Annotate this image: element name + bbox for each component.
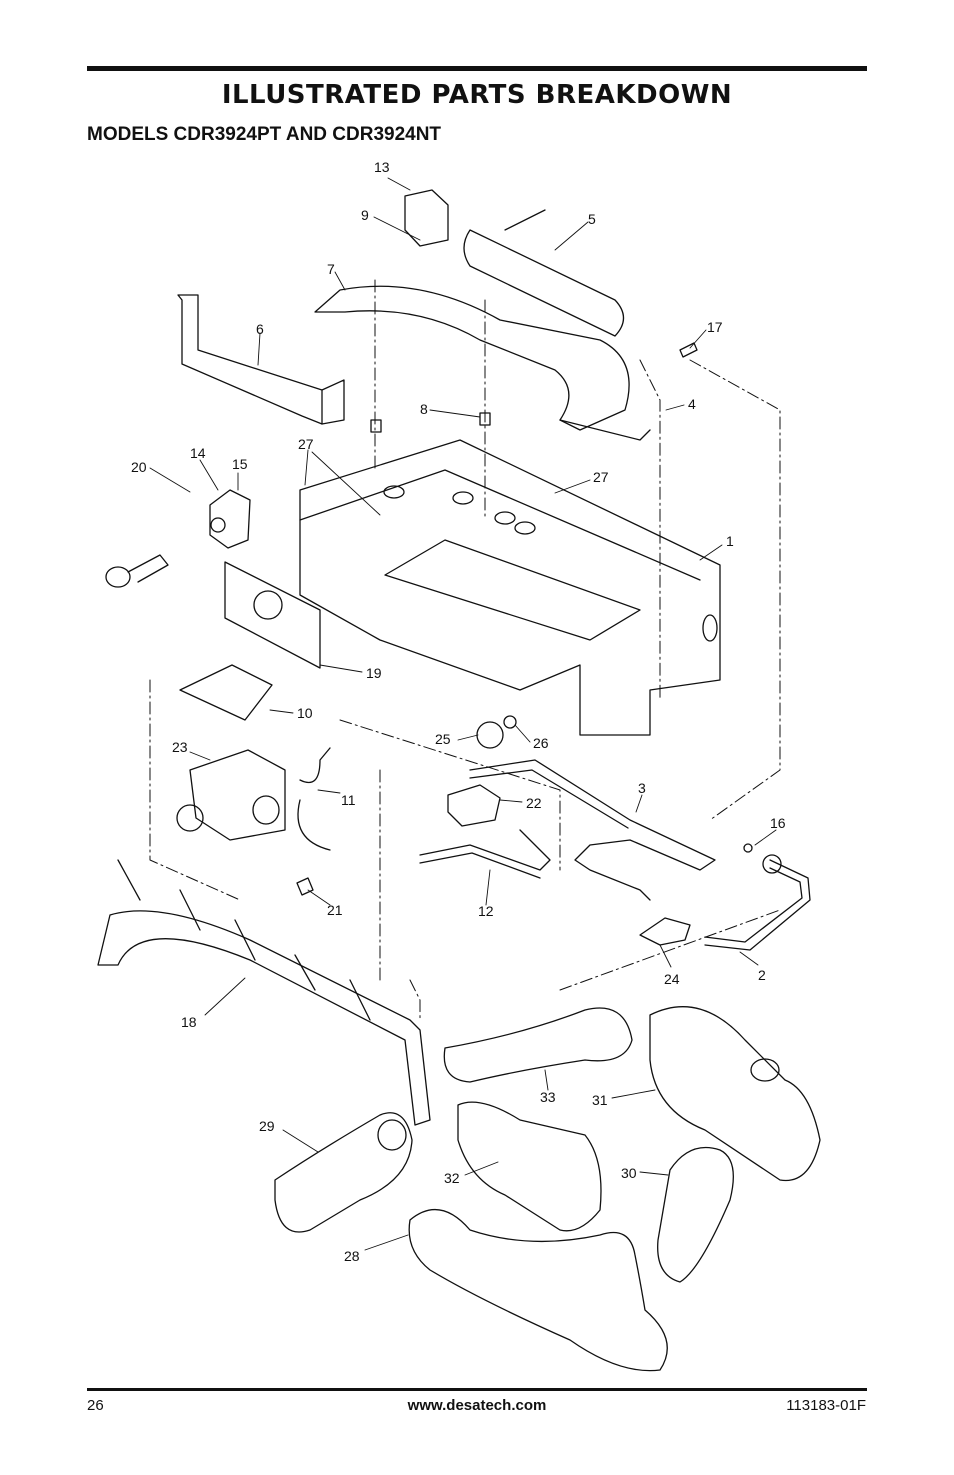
callout-23: 23 xyxy=(172,739,188,755)
callout-30: 30 xyxy=(621,1165,637,1181)
callout-17: 17 xyxy=(707,319,723,335)
callout-11: 11 xyxy=(341,792,356,808)
page-title: ILLUSTRATED PARTS BREAKDOWN xyxy=(221,80,733,110)
callout-28: 28 xyxy=(344,1248,360,1264)
callout-24: 24 xyxy=(664,971,680,987)
callout-14: 14 xyxy=(190,445,206,461)
callout-16: 16 xyxy=(770,815,786,831)
callout-9: 9 xyxy=(361,207,369,223)
callout-2: 2 xyxy=(758,967,766,983)
top-rule xyxy=(87,66,867,71)
callout-8: 8 xyxy=(420,401,428,417)
callout-20: 20 xyxy=(131,459,147,475)
callout-6: 6 xyxy=(256,321,264,337)
models-subtitle: MODELS CDR3924PT AND CDR3924NT xyxy=(87,124,442,145)
callout-7: 7 xyxy=(327,261,335,277)
page-number: 26 xyxy=(87,1397,104,1414)
callout-4: 4 xyxy=(688,396,696,412)
callout-27-left: 27 xyxy=(298,436,314,452)
callout-31: 31 xyxy=(592,1092,608,1108)
callout-22: 22 xyxy=(526,795,542,811)
callout-5: 5 xyxy=(588,211,596,227)
callout-32: 32 xyxy=(444,1170,460,1186)
callout-12: 12 xyxy=(478,903,494,919)
callout-29: 29 xyxy=(259,1118,275,1134)
callout-10: 10 xyxy=(297,705,313,721)
callout-15: 15 xyxy=(232,456,248,472)
website-link[interactable]: www.desatech.com xyxy=(407,1397,547,1414)
callout-19: 19 xyxy=(366,665,382,681)
callout-3: 3 xyxy=(638,780,646,796)
bottom-rule xyxy=(87,1388,867,1391)
callout-21: 21 xyxy=(327,902,343,918)
callout-25: 25 xyxy=(435,731,451,747)
callout-18: 18 xyxy=(181,1014,197,1030)
callout-1: 1 xyxy=(726,533,734,549)
callout-33: 33 xyxy=(540,1089,556,1105)
callout-27-right: 27 xyxy=(593,469,609,485)
callout-26: 26 xyxy=(533,735,549,751)
callout-13: 13 xyxy=(374,159,390,175)
document-number: 113183-01F xyxy=(786,1397,866,1414)
